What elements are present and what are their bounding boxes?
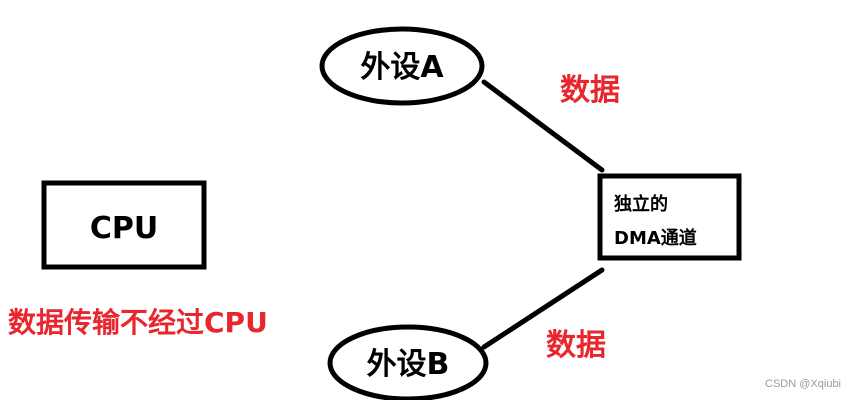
edge-peripheral-a-to-dma — [481, 79, 605, 173]
edge-label-b-data: 数据 — [546, 328, 606, 363]
cpu-box — [41, 180, 207, 270]
peripheral-b-label: 外设B — [367, 347, 450, 382]
edge-peripheral-b-to-dma — [481, 267, 605, 350]
edge-label-a-data: 数据 — [560, 73, 620, 108]
dma-channel-label-line1: 独立的 — [614, 193, 668, 215]
dma-channel-box — [597, 173, 742, 261]
cpu-label: CPU — [90, 211, 158, 246]
peripheral-b-ellipse — [327, 324, 489, 400]
peripheral-a-label: 外设A — [360, 50, 444, 85]
csdn-watermark: CSDN @Xqiubi — [765, 378, 841, 390]
dma-channel-label-line2: DMA通道 — [614, 227, 697, 249]
cpu-bypass-note: 数据传输不经过CPU — [8, 306, 268, 339]
peripheral-a-ellipse — [319, 26, 485, 106]
